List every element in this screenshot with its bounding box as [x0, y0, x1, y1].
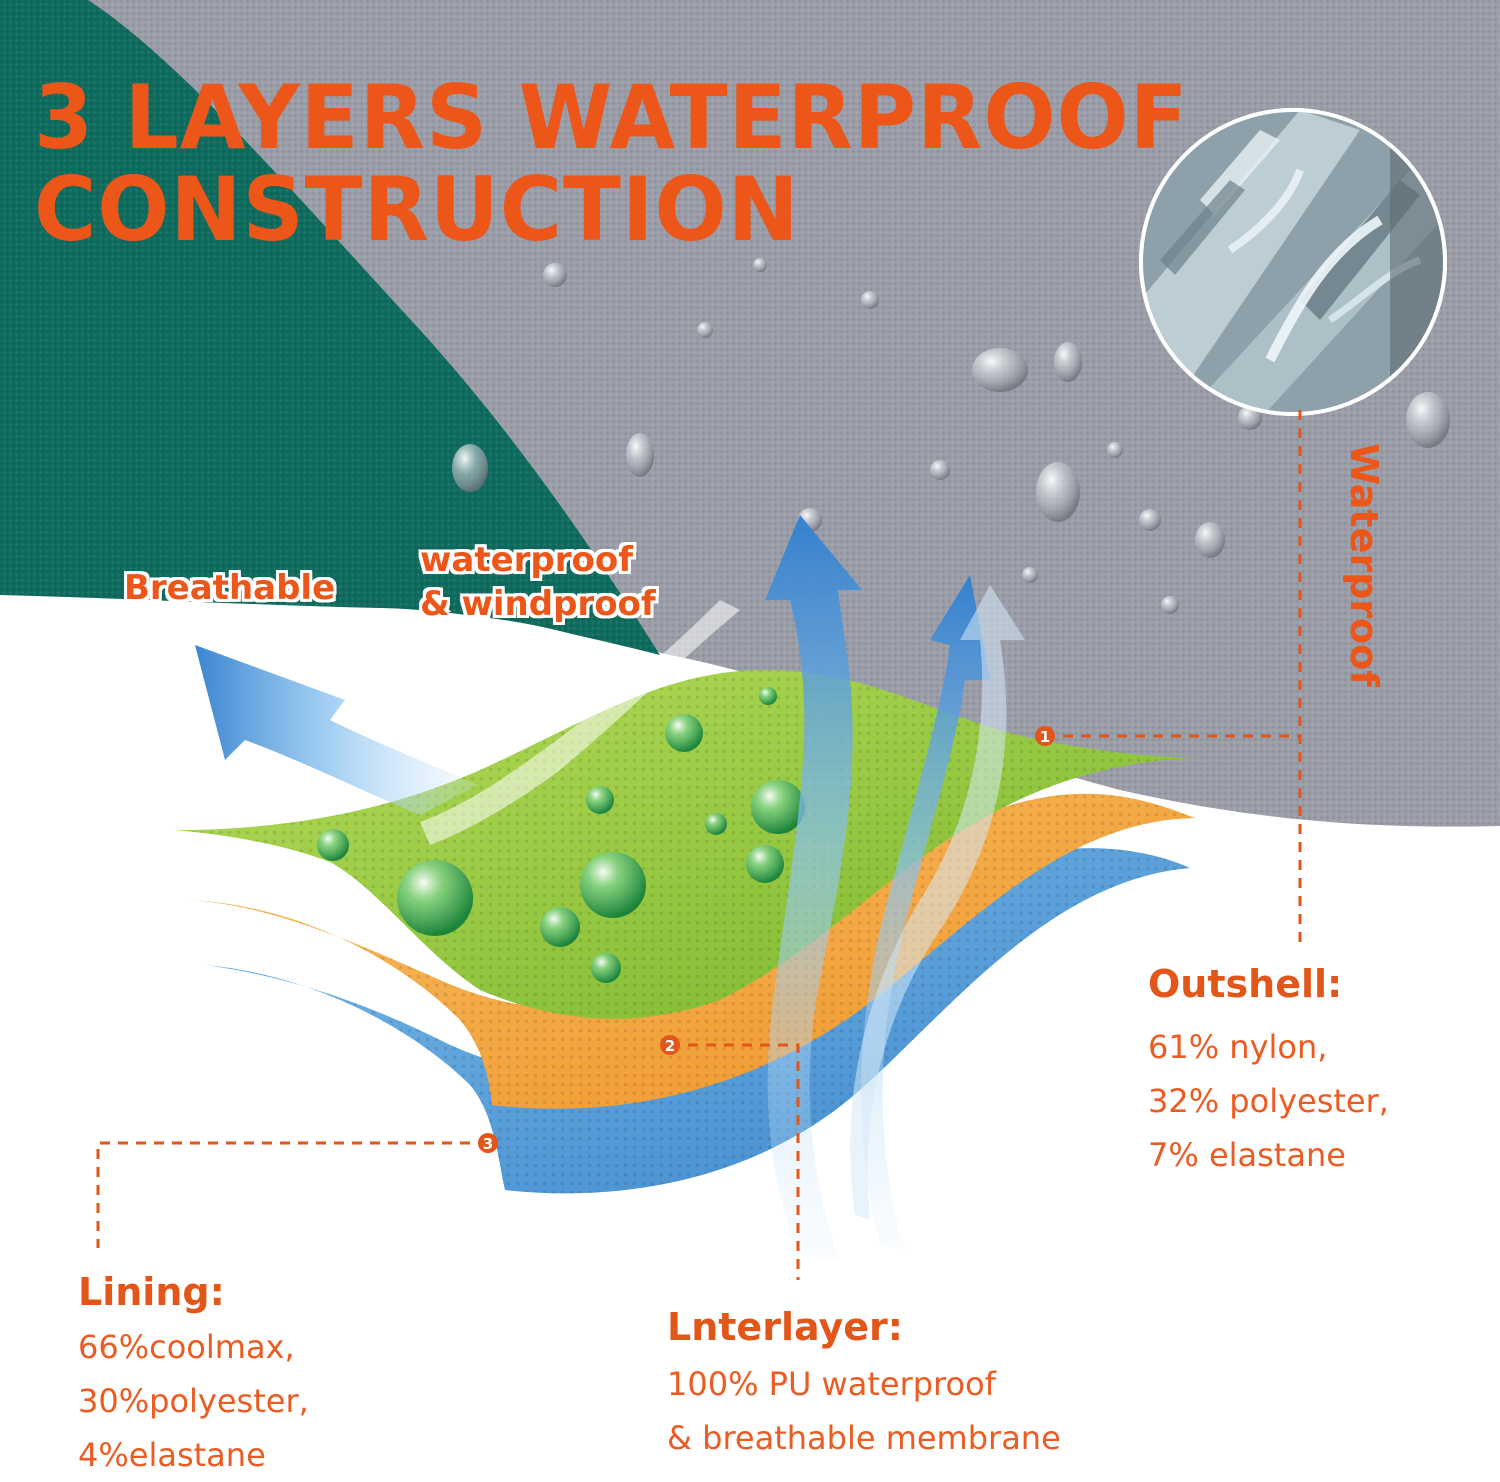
lining-leader-line [96, 1141, 488, 1248]
layer-water-droplets [317, 687, 805, 983]
marker-1 [1035, 726, 1055, 746]
lining-line: 66%coolmax, [78, 1327, 295, 1366]
page-title-line-2: CONSTRUCTION [34, 158, 800, 261]
marker-1-label: 1 [1040, 728, 1050, 746]
lining-info: Lining: 66%coolmax, 30%polyester, 4%elas… [78, 1270, 309, 1482]
outshell-leader-line [1045, 410, 1302, 950]
marker-3 [478, 1133, 498, 1153]
outshell-line: 7% elastane [1148, 1135, 1346, 1174]
waterproof-label-line-1: waterproof [420, 540, 634, 580]
page-title-line-1: 3 LAYERS WATERPROOF [34, 66, 1189, 169]
marker-3-label: 3 [483, 1135, 493, 1153]
interlayer-heading: Lnterlayer: [667, 1305, 903, 1349]
fabric-water-droplets [452, 258, 1450, 614]
interlayer-leader-line [670, 1043, 800, 1280]
grey-fabric-background [0, 0, 1500, 827]
breathable-label: Breathable [124, 568, 336, 608]
outshell-line: 61% nylon, [1148, 1027, 1328, 1066]
teal-fabric-swatch [0, 0, 660, 655]
layer-markers: 1 2 3 [478, 726, 1055, 1153]
marker-2 [660, 1035, 680, 1055]
interlayer-info: Lnterlayer: 100% PU waterproof & breatha… [667, 1305, 1061, 1465]
lining-heading: Lining: [78, 1270, 225, 1314]
waterproof-vertical-label: Waterproof [1342, 443, 1386, 687]
interlayer-line: 100% PU waterproof [667, 1364, 996, 1403]
lining-line: 30%polyester, [78, 1381, 309, 1420]
outshell-info: Outshell: 61% nylon, 32% polyester, 7% e… [1148, 962, 1389, 1182]
marker-2-label: 2 [665, 1037, 675, 1055]
lining-line: 4%elastane [78, 1435, 266, 1474]
fiber-closeup-image [1139, 108, 1447, 416]
interlayer-line: & breathable membrane [667, 1418, 1061, 1457]
airflow-arrows [195, 515, 1025, 1260]
windproof-label-line-2: & windproof [420, 584, 656, 624]
outshell-heading: Outshell: [1148, 962, 1343, 1006]
outshell-line: 32% polyester, [1148, 1081, 1389, 1120]
leader-lines [96, 410, 1302, 1280]
